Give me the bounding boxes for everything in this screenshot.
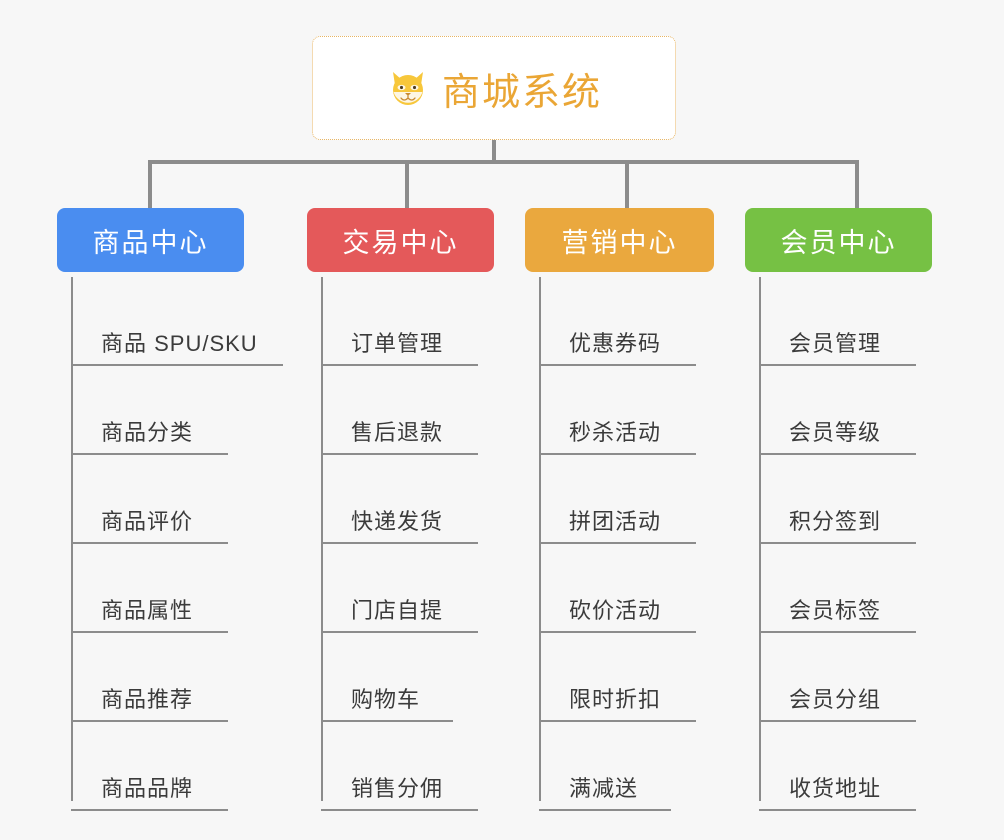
connector-spine-member (759, 277, 761, 801)
leaf-item[interactable]: 优惠券码 (539, 277, 696, 366)
leaf-item[interactable]: 商品品牌 (71, 722, 228, 811)
leaf-item[interactable]: 会员标签 (759, 544, 916, 633)
category-title: 营销中心 (561, 227, 678, 258)
leaf-list-trade: 订单管理 售后退款 快递发货 门店自提 购物车 销售分佣 (307, 277, 494, 811)
leaf-label: 售后退款 (351, 420, 444, 445)
leaf-item[interactable]: 订单管理 (321, 277, 478, 366)
leaf-item[interactable]: 商品评价 (71, 455, 228, 544)
leaf-label: 满减送 (569, 776, 639, 801)
leaf-item[interactable]: 会员等级 (759, 366, 916, 455)
leaf-label: 商品评价 (101, 509, 194, 534)
connector-drop-1 (148, 160, 152, 208)
leaf-label: 商品推荐 (101, 687, 194, 712)
leaf-label: 商品 SPU/SKU (101, 331, 258, 356)
category-title: 交易中心 (342, 227, 459, 258)
connector-horizontal-bar (148, 160, 859, 164)
leaf-label: 会员分组 (789, 687, 882, 712)
leaf-item[interactable]: 销售分佣 (321, 722, 478, 811)
leaf-label: 收货地址 (789, 776, 882, 801)
leaf-label: 砍价活动 (569, 598, 662, 623)
leaf-item[interactable]: 商品属性 (71, 544, 228, 633)
leaf-item[interactable]: 门店自提 (321, 544, 478, 633)
leaf-label: 商品属性 (101, 598, 194, 623)
category-header-member[interactable]: 会员中心 (745, 208, 932, 272)
leaf-item[interactable]: 满减送 (539, 722, 671, 811)
category-title: 商品中心 (92, 227, 209, 258)
leaf-label: 会员标签 (789, 598, 882, 623)
leaf-item[interactable]: 秒杀活动 (539, 366, 696, 455)
leaf-item[interactable]: 会员分组 (759, 633, 916, 722)
leaf-label: 购物车 (351, 687, 421, 712)
root-title: 商城系统 (441, 71, 602, 114)
leaf-item[interactable]: 拼团活动 (539, 455, 696, 544)
leaf-item[interactable]: 砍价活动 (539, 544, 696, 633)
root-node[interactable]: 商城系统 (312, 36, 676, 140)
category-header-products[interactable]: 商品中心 (57, 208, 244, 272)
leaf-item[interactable]: 收货地址 (759, 722, 916, 811)
connector-drop-4 (855, 160, 859, 208)
leaf-item[interactable]: 商品 SPU/SKU (71, 277, 283, 366)
leaf-label: 商品分类 (101, 420, 194, 445)
connector-spine-products (71, 277, 73, 801)
column-trade: 交易中心 订单管理 售后退款 快递发货 门店自提 购物车 销售分佣 (307, 208, 494, 811)
leaf-list-member: 会员管理 会员等级 积分签到 会员标签 会员分组 收货地址 (745, 277, 932, 811)
category-header-trade[interactable]: 交易中心 (307, 208, 494, 272)
connector-drop-2 (405, 160, 409, 208)
leaf-label: 商品品牌 (101, 776, 194, 801)
column-products: 商品中心 商品 SPU/SKU 商品分类 商品评价 商品属性 商品推荐 商品品牌 (57, 208, 283, 811)
leaf-item[interactable]: 会员管理 (759, 277, 916, 366)
leaf-label: 会员等级 (789, 420, 882, 445)
leaf-label: 积分签到 (789, 509, 882, 534)
category-header-marketing[interactable]: 营销中心 (525, 208, 714, 272)
leaf-label: 限时折扣 (569, 687, 662, 712)
connector-root-stem (492, 140, 496, 164)
leaf-label: 门店自提 (351, 598, 444, 623)
column-marketing: 营销中心 优惠券码 秒杀活动 拼团活动 砍价活动 限时折扣 满减送 (525, 208, 714, 811)
leaf-list-products: 商品 SPU/SKU 商品分类 商品评价 商品属性 商品推荐 商品品牌 (57, 277, 283, 811)
leaf-label: 快递发货 (351, 509, 444, 534)
category-title: 会员中心 (780, 227, 897, 258)
shiba-dog-face-icon (386, 66, 430, 110)
leaf-item[interactable]: 商品推荐 (71, 633, 228, 722)
leaf-list-marketing: 优惠券码 秒杀活动 拼团活动 砍价活动 限时折扣 满减送 (525, 277, 714, 811)
leaf-item[interactable]: 购物车 (321, 633, 453, 722)
leaf-label: 拼团活动 (569, 509, 662, 534)
leaf-item[interactable]: 售后退款 (321, 366, 478, 455)
leaf-item[interactable]: 商品分类 (71, 366, 228, 455)
leaf-item[interactable]: 快递发货 (321, 455, 478, 544)
connector-spine-trade (321, 277, 323, 801)
column-member: 会员中心 会员管理 会员等级 积分签到 会员标签 会员分组 收货地址 (745, 208, 932, 811)
connector-drop-3 (625, 160, 629, 208)
leaf-label: 订单管理 (351, 331, 444, 356)
leaf-item[interactable]: 积分签到 (759, 455, 916, 544)
leaf-item[interactable]: 限时折扣 (539, 633, 696, 722)
leaf-label: 优惠券码 (569, 331, 662, 356)
connector-spine-marketing (539, 277, 541, 801)
leaf-label: 会员管理 (789, 331, 882, 356)
leaf-label: 销售分佣 (351, 776, 444, 801)
leaf-label: 秒杀活动 (569, 420, 662, 445)
